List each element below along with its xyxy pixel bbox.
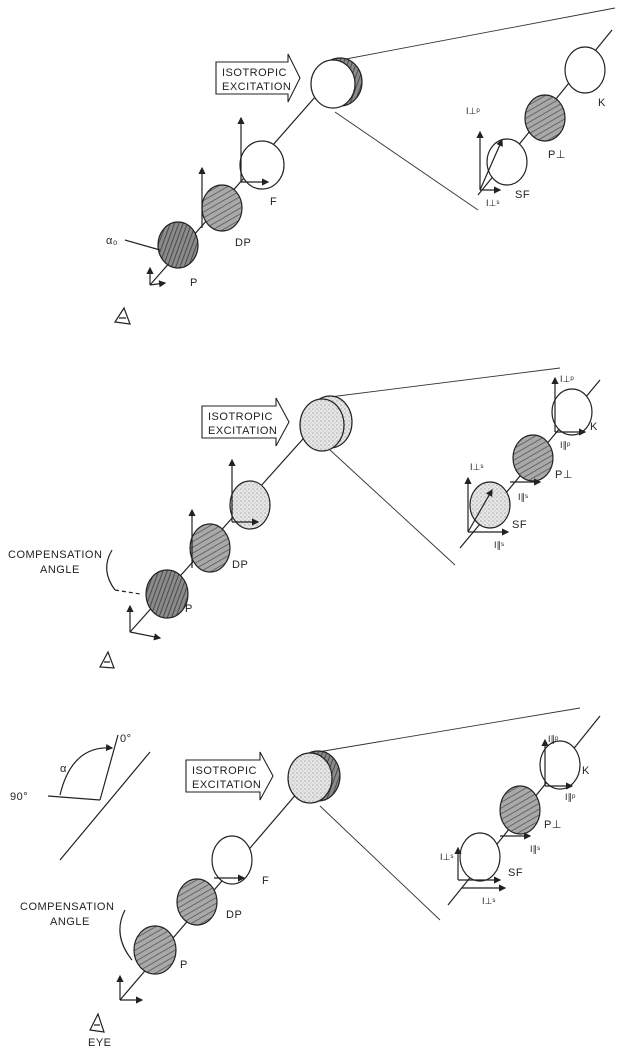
inset-I-perp-s-2: I⊥ˢ (482, 896, 495, 906)
label-DP: DP (226, 909, 242, 921)
polarizer-disk (133, 925, 177, 975)
eye-icon (99, 650, 115, 669)
cone-line-upper (317, 707, 581, 753)
label-alpha0: α₀ (106, 235, 118, 247)
inset-P-disk (512, 434, 554, 482)
inset-I-par-s: I∥ˢ (530, 844, 540, 854)
dp-disk (176, 878, 218, 926)
excitation-line-2: EXCITATION (208, 425, 277, 437)
inset-SF-disk (486, 138, 528, 186)
inset-label-P: P⊥ (544, 819, 562, 831)
angle-inset: α 0° 90° (10, 733, 151, 861)
compensation-line-2: ANGLE (40, 564, 80, 576)
inset-1: K P⊥ SF I⊥ᵖ I⊥ˢ (466, 29, 613, 208)
inset-label-SF: SF (508, 867, 523, 879)
inset-SF-disk (459, 832, 501, 882)
cone-line-upper (321, 367, 561, 399)
alpha-arc (59, 743, 114, 796)
cone-line-lower (334, 111, 479, 211)
inset-P-disk (524, 94, 566, 142)
inset-P-disk (499, 785, 541, 835)
ninety-degree-label: 90° (10, 791, 28, 803)
inset-I-perp-s: I⊥ˢ (486, 198, 499, 208)
eye-icon (113, 306, 131, 325)
inset-I-par-s-1: I∥ˢ (518, 492, 528, 502)
label-P: P (185, 603, 193, 615)
inset-label-K: K (582, 765, 590, 777)
inset-K-disk (539, 740, 581, 790)
compensation-line-1: COMPENSATION (20, 901, 114, 913)
label-P: P (180, 959, 188, 971)
dp-disk (189, 523, 231, 573)
panel-1: ISOTROPIC EXCITATION F DP P α₀ K (106, 7, 616, 325)
inset-I-par-p: I∥ᵖ (560, 440, 571, 450)
cone-line-lower (329, 449, 456, 566)
inset-label-K: K (598, 97, 606, 109)
polarizer-disk (145, 569, 189, 619)
filter-disk (211, 835, 253, 885)
filter-disk (229, 480, 271, 530)
label-eye: EYE (88, 1037, 112, 1049)
polarizer-disk (157, 221, 199, 269)
label-DP: DP (232, 559, 248, 571)
compensation-line-1: COMPENSATION (8, 549, 102, 561)
inset-I-perp-p: I⊥ᵖ (466, 106, 480, 116)
excitation-line-1: ISOTROPIC (208, 411, 273, 423)
panel-2: ISOTROPIC EXCITATION DP P COMPENSATION A… (8, 367, 601, 669)
inset-I-perp-p: I⊥ᵖ (560, 374, 574, 384)
inset-I-par-p-2: I∥ᵖ (565, 792, 576, 802)
inset-I-perp-s: I⊥ˢ (470, 462, 483, 472)
filter-disk (239, 140, 285, 190)
compensation-arc (106, 549, 116, 591)
inset-label-P: P⊥ (555, 469, 573, 481)
excitation-arrow: ISOTROPIC EXCITATION (201, 397, 290, 447)
sample-disk (299, 395, 353, 452)
excitation-line-1: ISOTROPIC (222, 67, 287, 79)
inset-label-SF: SF (515, 189, 530, 201)
inset-I-par-p-1: I∥ᵖ (548, 734, 559, 744)
compensation-line-2: ANGLE (50, 916, 90, 928)
inset-I-perp-s-1: I⊥ˢ (440, 852, 453, 862)
excitation-arrow: ISOTROPIC EXCITATION (215, 53, 301, 103)
dp-disk (201, 184, 243, 232)
panel-3: ISOTROPIC EXCITATION F DP P COMPENSATION… (20, 707, 601, 1049)
inset-SF-disk (469, 481, 511, 529)
alpha-label: α (60, 763, 67, 775)
inset-label-P: P⊥ (548, 149, 566, 161)
excitation-line-1: ISOTROPIC (192, 765, 257, 777)
sample-disk (310, 57, 363, 109)
cone-line-upper (329, 7, 616, 63)
inset-K-disk (564, 46, 606, 94)
eye-icon (89, 1012, 105, 1033)
cone-line-lower (319, 805, 441, 921)
sample-disk (287, 750, 341, 804)
label-P: P (190, 277, 198, 289)
inset-K-disk (551, 388, 593, 436)
zero-degree-label: 0° (120, 733, 132, 745)
inset-label-SF: SF (512, 519, 527, 531)
label-DP: DP (235, 237, 251, 249)
label-F: F (270, 196, 277, 208)
excitation-arrow: ISOTROPIC EXCITATION (185, 751, 274, 801)
compensation-arc (119, 909, 133, 961)
inset-label-K: K (590, 421, 598, 433)
label-F: F (262, 875, 269, 887)
inset-3: K I∥ᵖ I∥ᵖ P⊥ I∥ˢ SF I⊥ˢ I⊥ˢ (440, 715, 601, 906)
inset-I-par-s-2: I∥ˢ (494, 540, 504, 550)
excitation-line-2: EXCITATION (192, 779, 261, 791)
excitation-line-2: EXCITATION (222, 81, 291, 93)
inset-2: K I⊥ᵖ I∥ᵖ P⊥ I∥ˢ SF I⊥ˢ I∥ˢ (459, 374, 601, 550)
